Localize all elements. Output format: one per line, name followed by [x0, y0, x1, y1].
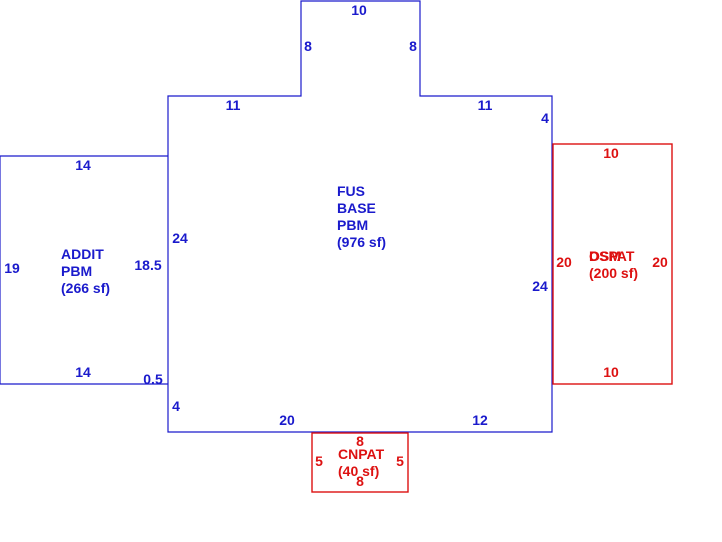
area-label-line: (200 sf): [589, 265, 638, 281]
dimension-label: 14: [75, 157, 91, 173]
area-label-line: (40 sf): [338, 463, 379, 479]
dimension-label: 5: [396, 453, 404, 469]
dimension-label: 11: [478, 97, 493, 113]
area-label-line: DSPAT: [589, 248, 635, 264]
fus-area-label: FUS BASE PBM (976 sf): [337, 183, 386, 250]
dimension-label: 14: [75, 364, 91, 380]
area-label-line: CNPAT: [338, 446, 385, 462]
area-label-line: (266 sf): [61, 280, 110, 296]
osm-dspat-outline: [552, 143, 673, 385]
dimension-label: 24: [172, 230, 188, 246]
dimension-label: 20: [279, 412, 295, 428]
fus-base-outline: [167, 0, 553, 433]
dimension-label: 11: [226, 97, 241, 113]
dimension-label: 0.5: [143, 371, 163, 387]
dimension-label: 8: [356, 473, 364, 489]
cnpat-area-label: CNPAT (40 sf): [338, 446, 385, 479]
area-label-line: (976 sf): [337, 234, 386, 250]
area-label-line: FUS: [337, 183, 365, 199]
dimension-label: 8: [304, 38, 312, 54]
dimension-label: 5: [315, 453, 323, 469]
dimension-label: 8: [409, 38, 417, 54]
dimension-label: 4: [172, 398, 180, 414]
addit-area-label: ADDIT PBM (266 sf): [61, 246, 110, 296]
dimension-label: 10: [603, 364, 619, 380]
dimension-label: 8: [356, 433, 364, 449]
dimension-label: 12: [472, 412, 488, 428]
dimension-label: 18.5: [134, 257, 161, 273]
dimension-label: 20: [652, 254, 668, 270]
addit-outline: [0, 155, 168, 385]
dimension-label: 10: [351, 2, 367, 18]
cnpat-outline: [311, 432, 409, 493]
dimension-label: 24: [532, 278, 548, 294]
osm-dspat-area-label: OSM DSPAT (200 sf): [589, 248, 638, 281]
area-label-line: OSM: [589, 248, 621, 264]
area-label-line: BASE: [337, 200, 376, 216]
area-label-line: ADDIT: [61, 246, 104, 262]
dimension-label: 10: [603, 145, 619, 161]
dimension-label: 19: [4, 260, 20, 276]
area-label-line: PBM: [337, 217, 368, 233]
dimension-label: 20: [556, 254, 572, 270]
dimension-label: 4: [541, 110, 549, 126]
area-label-line: PBM: [61, 263, 92, 279]
